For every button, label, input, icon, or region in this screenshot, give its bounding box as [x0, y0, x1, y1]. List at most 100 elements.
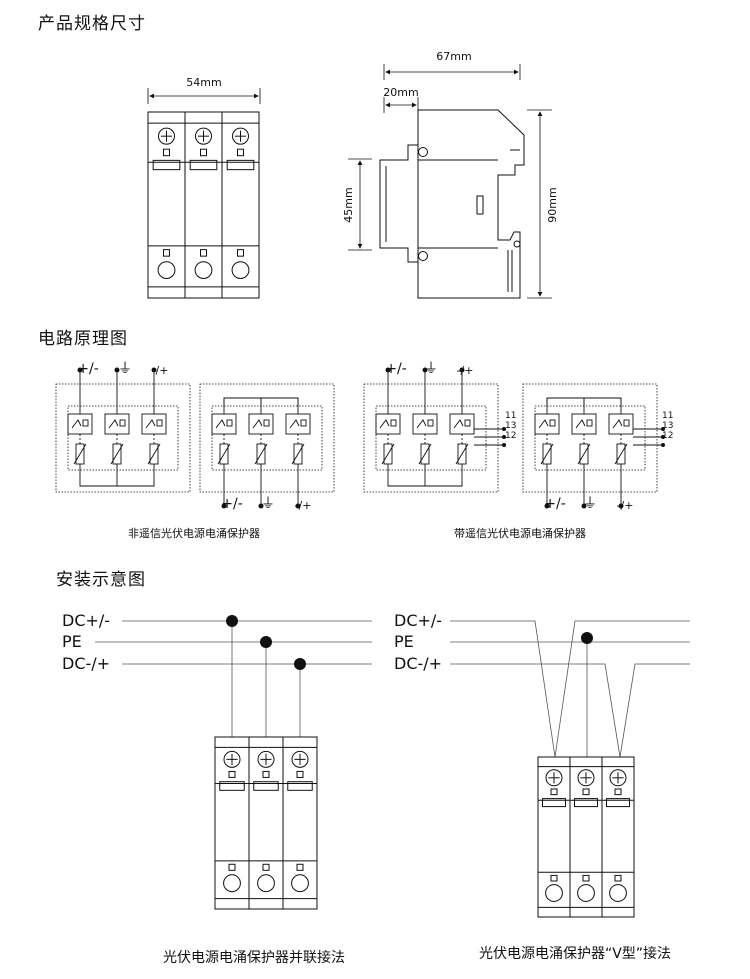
circuit2-terminal-dot [258, 503, 264, 509]
front-clip [200, 148, 207, 157]
circuit2-varistor-slash [291, 443, 305, 465]
caption-no-remote: 非遥信光伏电源电涌保护器 [128, 526, 260, 540]
install1-terminal-screw-icon [257, 874, 275, 893]
circuit1-inner-frame [67, 405, 179, 471]
circuit2-inner-frame [211, 405, 323, 471]
circuit2-terminal-dot [295, 503, 301, 509]
front-housing [147, 111, 260, 299]
install1-status-window [219, 781, 245, 791]
circuit1-terminal-dot [114, 367, 120, 373]
circuit1 [55, 367, 191, 493]
caption-remote: 带遥信光伏电源电涌保护器 [454, 526, 586, 540]
circuit3-varistor-slash [418, 443, 432, 465]
circuit1-varistor-slash [110, 443, 124, 465]
front-status-window [152, 159, 181, 171]
install2-bus-dc-plus: DC+/- [394, 611, 442, 630]
install2-terminal-screw-icon [609, 769, 627, 787]
install2-device [537, 756, 635, 918]
install1-clip [228, 863, 236, 871]
install1-clip [296, 770, 304, 778]
side-depth-dimension [348, 64, 552, 299]
circuit4-outer-frame [522, 383, 658, 493]
install2-v-wiring [450, 620, 690, 758]
caption-parallel: 光伏电源电涌保护器并联接法 [163, 949, 345, 966]
install2-clip [614, 788, 622, 796]
circuit3-inner-frame [375, 405, 487, 471]
circuit3-spark-gap-icon [453, 419, 464, 429]
install1-clip [228, 770, 236, 778]
install2-terminal-screw-icon [577, 884, 595, 902]
circuit1-fuse-icon [82, 419, 89, 427]
front-clip [237, 249, 244, 257]
side-view [379, 109, 525, 299]
circuit3-terminal-13: 13 [505, 421, 516, 431]
circuit2-ground-icon: ⏚ [261, 496, 275, 512]
circuit4-fuse-icon [586, 419, 593, 427]
front-status-window [226, 159, 255, 171]
front-clip [163, 249, 170, 257]
body-height-label: 45mm [342, 187, 355, 222]
install2-terminal-screw-icon [545, 884, 563, 902]
circuit4-inner-frame [534, 405, 646, 471]
circuit4-spark-gap-icon [612, 419, 623, 429]
spec-title: 产品规格尺寸 [38, 14, 146, 34]
step-depth-label: 20mm [383, 86, 418, 99]
front-clip [237, 148, 244, 157]
circuit2-fuse-icon [226, 419, 233, 427]
install1-status-window [253, 781, 279, 791]
install1-device [214, 736, 318, 910]
install2-clip [614, 874, 622, 882]
junction-dot [260, 636, 272, 648]
circuit3-terminal-12: 12 [505, 431, 516, 441]
circuit3-spark-gap-icon [379, 419, 390, 429]
circuit3-fuse-icon [464, 419, 471, 427]
install2-status-window [605, 798, 631, 808]
front-status-window [189, 159, 218, 171]
install1-bus-pe: PE [62, 632, 82, 651]
circuit2-plus-minus: +/- [221, 496, 243, 512]
circuit4-minus-plus: -/+ [617, 499, 634, 512]
circuit-diagrams [55, 367, 665, 509]
install1-clip [262, 770, 270, 778]
circuit3 [363, 367, 506, 493]
install2-bus-dc-minus: DC-/+ [394, 654, 442, 673]
circuit3-fuse-icon [390, 419, 397, 427]
circuit3-terminal-dot [385, 367, 391, 373]
circuit1-spark-gap-icon [145, 419, 156, 429]
install1-clip [296, 863, 304, 871]
circuit2-terminal-dot [221, 503, 227, 509]
install1-status-window [287, 781, 313, 791]
circuit1-ground-icon: ⏚ [118, 361, 132, 377]
circuit4-spark-gap-icon [538, 419, 549, 429]
circuit1-varistor-slash [147, 443, 161, 465]
install-title: 安装示意图 [56, 570, 146, 590]
install2-terminal-screw-icon [609, 884, 627, 902]
circuit3-outer-frame [363, 383, 499, 493]
circuit4-terminal-12: 12 [662, 431, 673, 441]
circuit2-fuse-icon [263, 419, 270, 427]
front-clip [163, 148, 170, 157]
install2-terminal-screw-icon [545, 769, 563, 787]
install2-clip [550, 874, 558, 882]
install2-bus-pe: PE [394, 632, 414, 651]
circuit3-varistor-slash [455, 443, 469, 465]
circuit-title: 电路原理图 [38, 329, 128, 349]
circuit3-plus-minus: +/- [385, 361, 407, 377]
install2-clip [582, 874, 590, 882]
front-terminal-screw-icon [195, 127, 212, 145]
circuit1-minus-plus: -/+ [152, 364, 169, 377]
install1-terminal-screw-icon [291, 874, 309, 893]
circuit3-terminal-dot [422, 367, 428, 373]
junction-dot [294, 658, 306, 670]
junction-dot [226, 615, 238, 627]
circuit2-spark-gap-icon [252, 419, 263, 429]
circuit3-terminal-11: 11 [505, 411, 516, 421]
circuit4 [522, 383, 665, 509]
install1-clip [262, 863, 270, 871]
install1-housing [214, 736, 318, 910]
circuit2-minus-plus: -/+ [295, 499, 312, 512]
circuit4-varistor-slash [614, 443, 628, 465]
install2-clip [550, 788, 558, 796]
circuit4-terminal-13: 13 [662, 421, 673, 431]
install2-status-window [573, 798, 599, 808]
